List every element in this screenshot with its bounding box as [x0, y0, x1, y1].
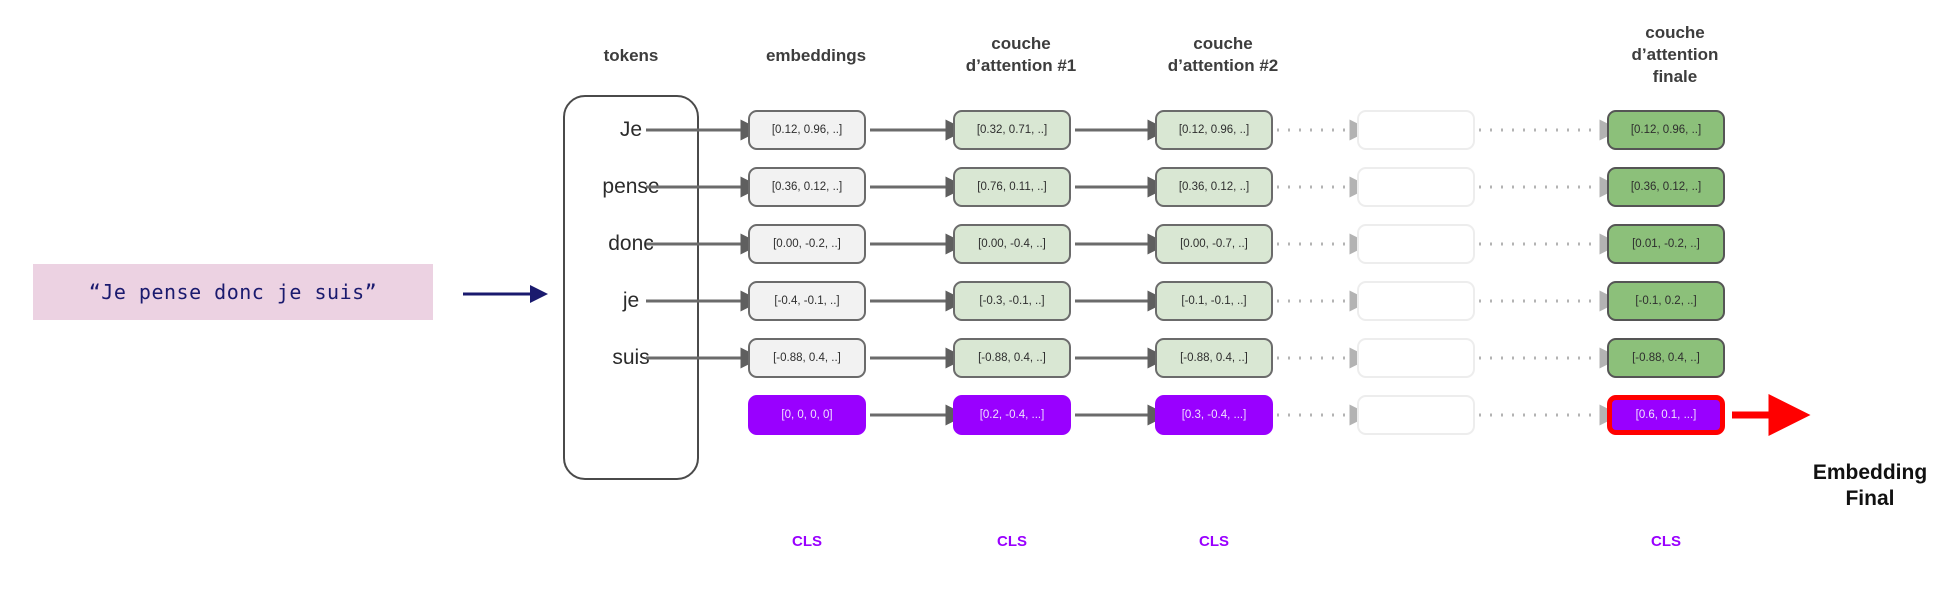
cell-value: [-0.4, -0.1, ..] [774, 295, 840, 307]
cell-attn2-row-5: [-0.88, 0.4, ..] [1155, 338, 1273, 378]
cell-value: [0.12, 0.96, ..] [1630, 124, 1702, 136]
cell-final-row-3: [0.01, -0.2, ..] [1607, 224, 1725, 264]
cell-value: [0.6, 0.1, ...] [1635, 409, 1697, 421]
cls-caption-embeddings: CLS [792, 533, 822, 550]
token-label-3: donc [608, 232, 654, 255]
cell-blank-row-2 [1357, 167, 1475, 207]
input-phrase-box: “Je pense donc je suis” [33, 264, 433, 320]
cell-attn1-row-5: [-0.88, 0.4, ..] [953, 338, 1071, 378]
cls-caption-attn2: CLS [1199, 533, 1229, 550]
cell-blank-row-1 [1357, 110, 1475, 150]
cell-embeddings-row-4: [-0.4, -0.1, ..] [748, 281, 866, 321]
cell-cls-embeddings: [0, 0, 0, 0] [748, 395, 866, 435]
cell-embeddings-row-2: [0.36, 0.12, ..] [748, 167, 866, 207]
cell-value: [-0.88, 0.4, ..] [1632, 352, 1700, 364]
cell-value: [-0.1, -0.1, ..] [1181, 295, 1247, 307]
cell-embeddings-row-3: [0.00, -0.2, ..] [748, 224, 866, 264]
cls-caption-attn1: CLS [997, 533, 1027, 550]
column-header-embeddings: embeddings [765, 46, 867, 65]
cell-final-row-2: [0.36, 0.12, ..] [1607, 167, 1725, 207]
input-phrase-text: “Je pense donc je suis” [88, 280, 378, 304]
cell-value: [0.3, -0.4, ...] [1181, 409, 1247, 421]
cell-value: [-0.88, 0.4, ..] [773, 352, 841, 364]
token-label-4: je [622, 289, 640, 312]
input-arrow-icon [463, 285, 548, 303]
cell-embeddings-row-1: [0.12, 0.96, ..] [748, 110, 866, 150]
cell-value: [0, 0, 0, 0] [781, 409, 833, 421]
cell-value: [0.00, -0.2, ..] [773, 238, 841, 250]
cell-final-row-5: [-0.88, 0.4, ..] [1607, 338, 1725, 378]
cell-value: [-0.1, 0.2, ..] [1635, 295, 1697, 307]
token-label-5: suis [612, 346, 650, 369]
tokens-container [563, 95, 699, 480]
cell-value: [0.01, -0.2, ..] [1632, 238, 1700, 250]
cell-value: [0.2, -0.4, ...] [979, 409, 1045, 421]
cell-blank-row-4 [1357, 281, 1475, 321]
cell-value: [0.00, -0.4, ..] [978, 238, 1046, 250]
column-header-tokens: tokens [603, 46, 659, 65]
cell-attn1-row-1: [0.32, 0.71, ..] [953, 110, 1071, 150]
cell-cls-attn2: [0.3, -0.4, ...] [1155, 395, 1273, 435]
cls-caption-final: CLS [1651, 533, 1681, 550]
cell-attn1-row-3: [0.00, -0.4, ..] [953, 224, 1071, 264]
cell-cls-attn1: [0.2, -0.4, ...] [953, 395, 1071, 435]
token-label-1: Je [619, 118, 643, 141]
embedding-final-label: Embedding Final [1812, 461, 1928, 511]
cell-value: [-0.88, 0.4, ..] [978, 352, 1046, 364]
cell-value: [0.36, 0.12, ..] [1178, 181, 1250, 193]
cell-value: [-0.88, 0.4, ..] [1180, 352, 1248, 364]
cell-cls-final: [0.6, 0.1, ...] [1607, 395, 1725, 435]
cell-value: [0.36, 0.12, ..] [771, 181, 843, 193]
column-header-attention-2: couche d’attention #2 [1167, 34, 1279, 75]
cell-value: [-0.3, -0.1, ..] [979, 295, 1045, 307]
cell-attn2-row-3: [0.00, -0.7, ..] [1155, 224, 1273, 264]
token-label-2: pense [602, 175, 660, 198]
cell-value: [0.76, 0.11, ..] [977, 181, 1047, 193]
cell-final-row-1: [0.12, 0.96, ..] [1607, 110, 1725, 150]
cell-value: [0.12, 0.96, ..] [771, 124, 843, 136]
cell-attn2-row-2: [0.36, 0.12, ..] [1155, 167, 1273, 207]
cell-cls-blank [1357, 395, 1475, 435]
cell-embeddings-row-5: [-0.88, 0.4, ..] [748, 338, 866, 378]
cell-value: [0.36, 0.12, ..] [1630, 181, 1702, 193]
cell-value: [0.12, 0.96, ..] [1178, 124, 1250, 136]
cell-attn1-row-2: [0.76, 0.11, ..] [953, 167, 1071, 207]
cell-attn2-row-4: [-0.1, -0.1, ..] [1155, 281, 1273, 321]
column-header-attention-1: couche d’attention #1 [965, 34, 1077, 75]
cell-value: [0.32, 0.71, ..] [976, 124, 1048, 136]
cell-blank-row-5 [1357, 338, 1475, 378]
cell-attn1-row-4: [-0.3, -0.1, ..] [953, 281, 1071, 321]
cell-final-row-4: [-0.1, 0.2, ..] [1607, 281, 1725, 321]
cell-blank-row-3 [1357, 224, 1475, 264]
cell-attn2-row-1: [0.12, 0.96, ..] [1155, 110, 1273, 150]
column-header-attention-final: couche d’attention finale [1631, 23, 1719, 86]
cell-value: [0.00, -0.7, ..] [1180, 238, 1248, 250]
